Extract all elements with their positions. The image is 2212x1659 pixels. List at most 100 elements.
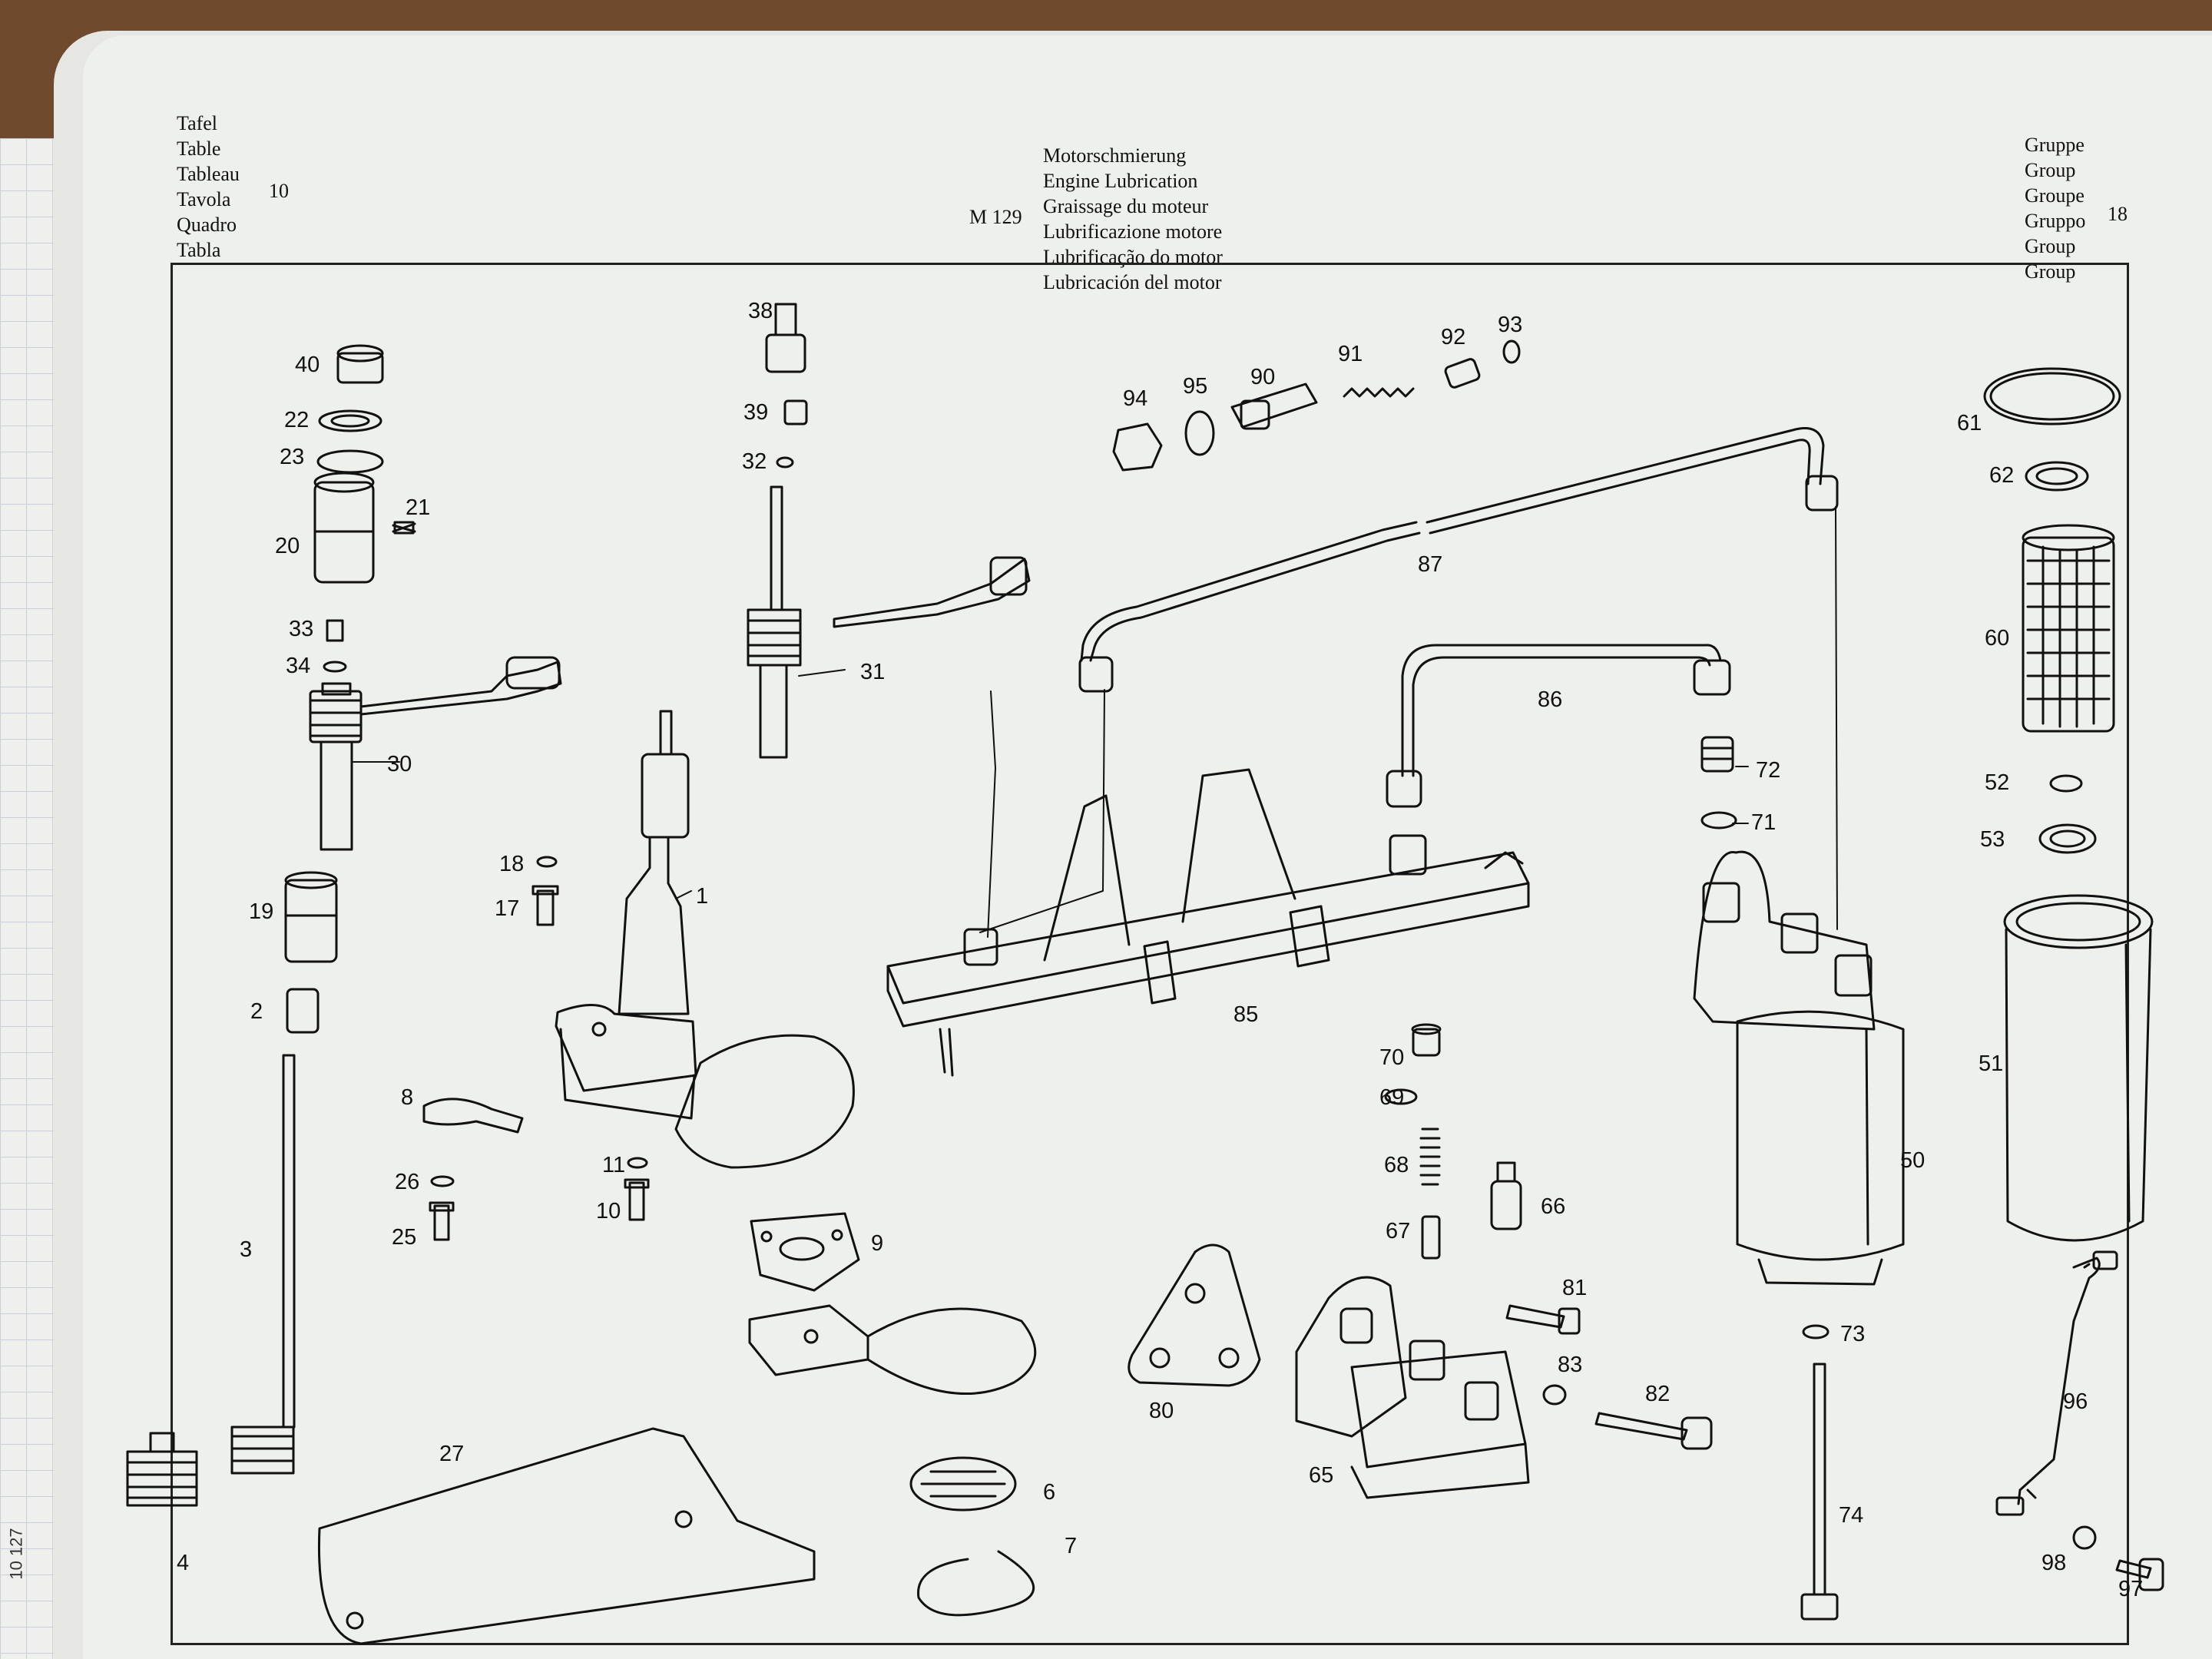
part-number-label: 32: [742, 449, 767, 474]
part-drawing-53: [2038, 823, 2097, 854]
part-number-label: 39: [743, 400, 768, 425]
part-drawing-66: [1490, 1161, 1522, 1230]
part-number-label: 62: [1989, 463, 2014, 488]
group-word: Group: [2025, 235, 2076, 257]
part-drawing-80: [1128, 1243, 1261, 1387]
part-drawing-26-25: [429, 1175, 455, 1241]
part-number-label: 50: [1900, 1148, 1925, 1173]
part-number-labels: 1 2 3 4 6 7 8 9 10 11 17 18 19 20 21 22 …: [177, 299, 2143, 1601]
leader-lines: [353, 506, 1838, 938]
part-drawing-33-34: [323, 619, 347, 673]
title-line: Motorschmierung: [1043, 144, 1187, 167]
title-line: Graissage du moteur: [1043, 195, 1209, 217]
part-drawing-95: [1184, 410, 1215, 456]
part-drawing-30-gear: [309, 682, 363, 851]
table-word: Table: [177, 137, 221, 160]
part-drawing-4: [126, 1432, 198, 1507]
title-list: Motorschmierung Engine Lubrication Grais…: [1043, 143, 1223, 295]
part-number-label: 61: [1957, 411, 1982, 435]
part-drawing-30-shaft: [359, 656, 562, 716]
part-number-label: 60: [1985, 626, 2009, 651]
part-number-label: 66: [1541, 1194, 1565, 1219]
part-number-label: 30: [387, 752, 412, 777]
part-number-label: 98: [2041, 1551, 2066, 1575]
part-drawing-94: [1112, 422, 1163, 472]
part-drawing-62: [2025, 461, 2089, 492]
part-drawing-81: [1505, 1304, 1581, 1335]
part-number-label: 6: [1043, 1480, 1055, 1505]
part-number-label: 74: [1839, 1503, 1863, 1528]
part-drawing-40: [336, 344, 384, 384]
part-number-label: 34: [286, 654, 310, 678]
diagram-frame: [171, 263, 2129, 1645]
part-drawing-23: [316, 449, 384, 474]
part-drawing-70: [1411, 1023, 1442, 1057]
catalog-page: [83, 35, 2212, 1659]
part-number-label: 38: [748, 299, 773, 323]
part-drawing-85: [886, 768, 1530, 1077]
part-number-label: 86: [1538, 687, 1562, 712]
group-word: Group: [2025, 159, 2076, 181]
table-word: Tafel: [177, 112, 218, 134]
part-number-label: 87: [1418, 552, 1442, 577]
part-number-label: 93: [1498, 313, 1522, 337]
part-number-label: 3: [240, 1237, 252, 1262]
part-number-label: 20: [275, 534, 300, 558]
part-drawing-91: [1343, 387, 1415, 398]
part-number-label: 97: [2118, 1577, 2143, 1601]
part-number-label: 85: [1233, 1002, 1258, 1027]
part-drawing-11-10: [624, 1157, 650, 1221]
part-drawing-73: [1802, 1324, 1830, 1339]
part-drawing-20: [313, 472, 375, 584]
part-drawing-2: [286, 988, 320, 1034]
part-number-label: 8: [401, 1085, 413, 1110]
part-number-label: 26: [395, 1170, 419, 1194]
part-drawing-83: [1542, 1384, 1567, 1406]
part-drawing-22: [318, 409, 382, 432]
part-number-label: 33: [289, 617, 313, 641]
part-drawing-68: [1419, 1128, 1441, 1186]
part-number-label: 95: [1183, 374, 1207, 399]
part-drawing-8: [422, 1098, 524, 1134]
part-drawing-65: [1295, 1276, 1530, 1499]
part-number-label: 17: [495, 896, 519, 921]
part-drawing-50: [1693, 850, 1905, 1286]
part-number-label: 80: [1149, 1399, 1174, 1423]
title-line: Lubrificazione motore: [1043, 220, 1223, 243]
part-number-label: 25: [392, 1225, 416, 1250]
part-number-label: 51: [1979, 1051, 2003, 1076]
part-drawing-87: [1078, 427, 1839, 693]
part-drawing-86: [1386, 644, 1731, 808]
part-drawing-39: [783, 399, 808, 426]
part-number-label: 67: [1386, 1219, 1410, 1243]
title-line: Engine Lubrication: [1043, 170, 1198, 192]
part-drawing-52: [2049, 774, 2083, 793]
part-number-label: 22: [284, 408, 309, 432]
part-number-label: 70: [1379, 1045, 1404, 1070]
part-number-label: 53: [1980, 827, 2005, 852]
part-number-label: 69: [1379, 1085, 1404, 1110]
part-drawing-72: [1700, 736, 1734, 773]
part-number-label: 91: [1338, 342, 1363, 366]
part-drawing-71: [1700, 811, 1737, 830]
part-drawing-74: [1800, 1363, 1839, 1621]
part-number-label: 10: [596, 1199, 621, 1224]
part-number-label: 40: [295, 353, 320, 377]
part-drawing-67: [1421, 1215, 1441, 1260]
part-number-label: 71: [1751, 810, 1776, 835]
group-word: Gruppe: [2025, 134, 2085, 156]
part-number-label: 65: [1309, 1463, 1333, 1488]
part-number-label: 11: [602, 1153, 625, 1177]
table-number: 10: [269, 180, 289, 202]
table-word-list: Tafel Table Tableau Tavola Quadro Tabla: [177, 111, 240, 263]
part-number-label: 18: [499, 852, 524, 876]
part-number-label: 96: [2063, 1389, 2088, 1414]
part-drawing-3: [230, 1054, 296, 1475]
title-line: Lubricación del motor: [1043, 271, 1222, 293]
table-word: Tabla: [177, 239, 221, 261]
part-number-label: 2: [250, 999, 263, 1024]
part-number-label: 72: [1756, 758, 1780, 783]
part-number-label: 68: [1384, 1153, 1409, 1177]
part-drawing-19: [284, 871, 338, 963]
part-drawing-32: [776, 456, 794, 469]
